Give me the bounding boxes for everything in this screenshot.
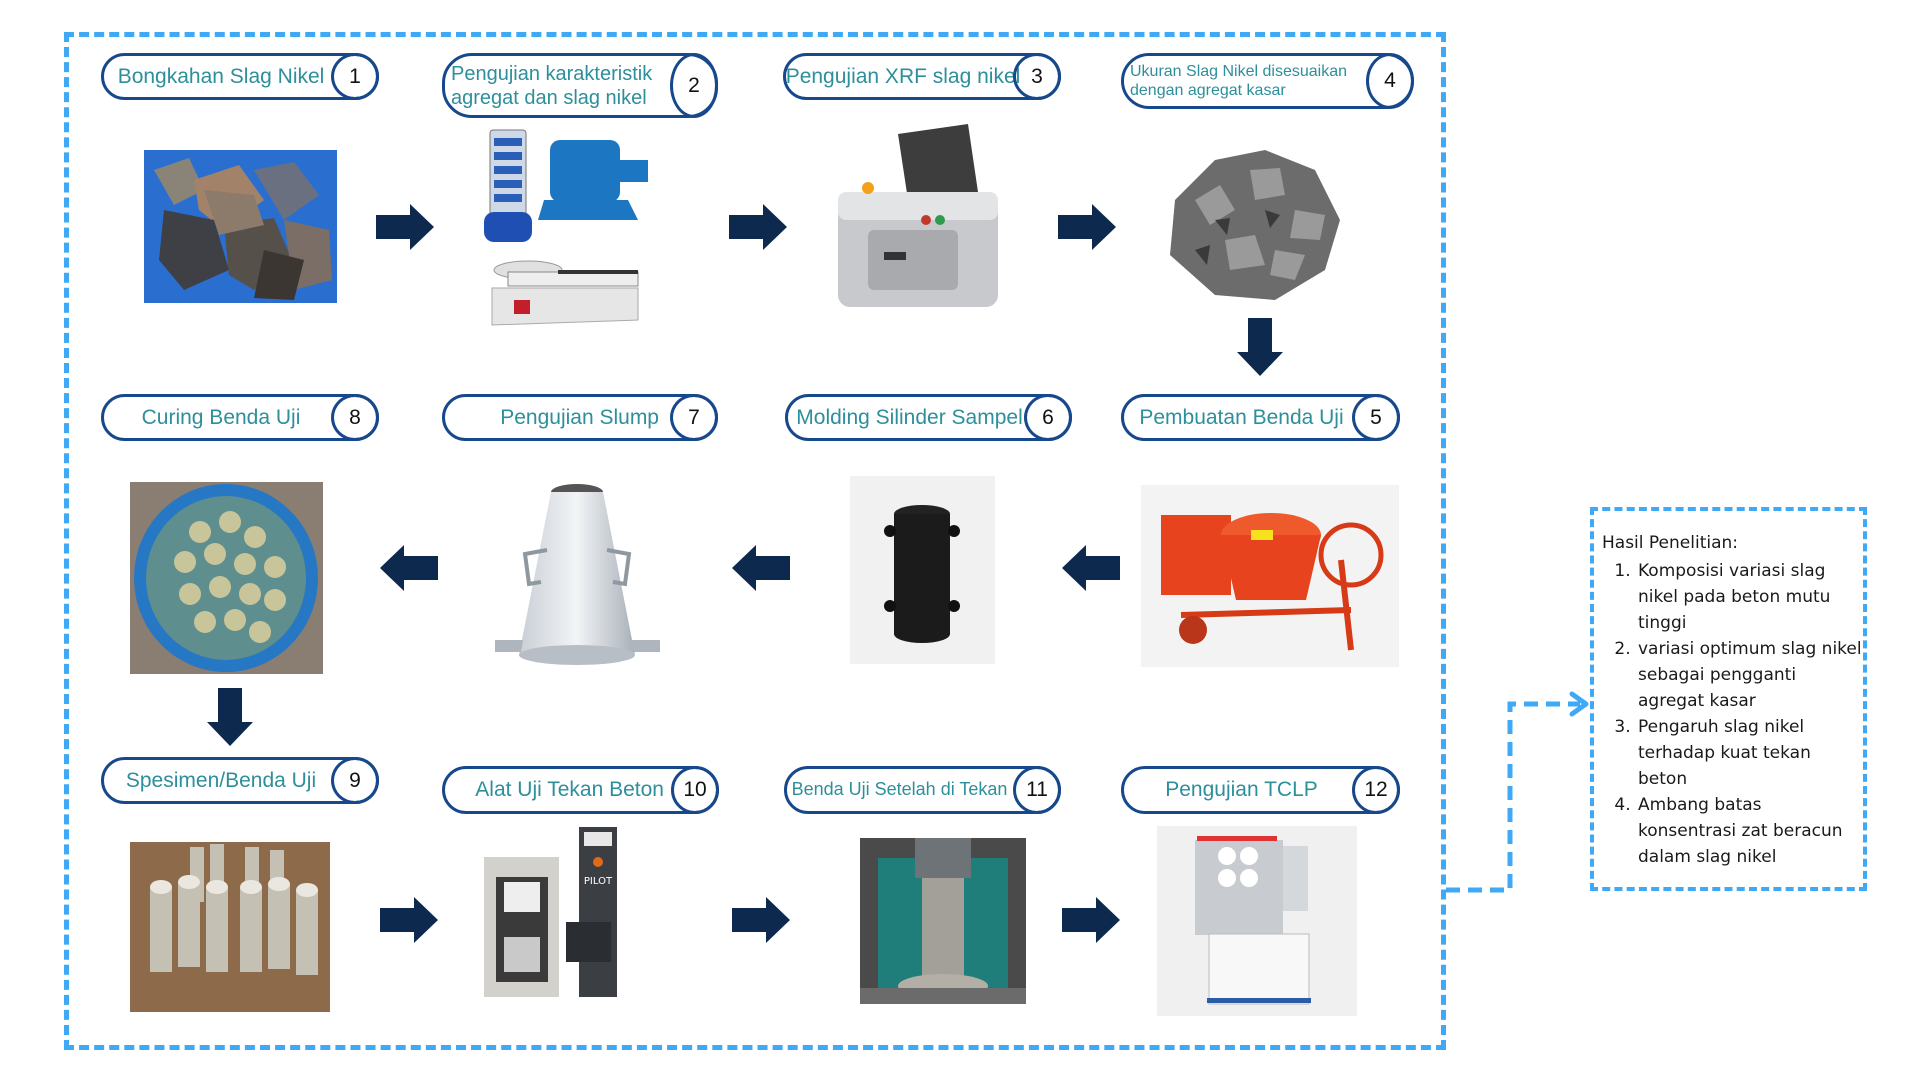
step-3-number: 3 <box>1013 53 1061 100</box>
crushed-slag-image <box>1170 150 1340 300</box>
arrow-right-icon <box>376 204 434 250</box>
arrow-right-icon <box>1062 897 1120 943</box>
results-item: Pengaruh slag nikel terhadap kuat tekan … <box>1636 714 1862 792</box>
step-4-label-line-2: dengan agregat kasar <box>1130 82 1286 99</box>
step-10-number: 10 <box>671 766 719 814</box>
step-6-label: Molding Silinder Sampel <box>796 405 1023 429</box>
step-1-number: 1 <box>331 53 379 100</box>
pilot-brand-text: PILOT <box>584 876 613 887</box>
step-10-pill: Alat Uji Tekan Beton 10 <box>442 766 719 814</box>
step-9-label: Spesimen/Benda Uji <box>125 768 317 792</box>
step-11-pill: Benda Uji Setelah di Tekan 11 <box>784 766 1061 814</box>
step-12-number: 12 <box>1352 766 1400 814</box>
step-8-number: 8 <box>331 394 379 441</box>
results-panel: Hasil Penelitian: Komposisi variasi slag… <box>1602 530 1862 870</box>
results-item: Komposisi variasi slag nikel pada beton … <box>1636 558 1862 636</box>
step-10-label: Alat Uji Tekan Beton <box>475 778 664 802</box>
step-2-pill: Pengujian karakteristik agregat dan slag… <box>442 53 718 118</box>
step-9-number: 9 <box>331 757 379 804</box>
arrow-right-icon <box>1058 204 1116 250</box>
step-3-label: Pengujian XRF slag nikel <box>785 64 1021 88</box>
slump-cone-image <box>495 484 660 665</box>
step-2-label-line-1: Pengujian karakteristik <box>451 62 653 85</box>
step-11-label: Benda Uji Setelah di Tekan <box>791 779 1008 800</box>
results-item: Ambang batas konsentrasi zat beracun dal… <box>1636 792 1862 870</box>
step-1-label: Bongkahan Slag Nikel <box>117 64 325 88</box>
step-4-pill: Ukuran Slag Nikel disesuaikan dengan agr… <box>1121 53 1414 109</box>
results-list: Komposisi variasi slag nikel pada beton … <box>1602 558 1862 870</box>
tclp-extractor-image <box>1157 826 1357 1016</box>
step-12-pill: Pengujian TCLP 12 <box>1121 766 1400 814</box>
step-2-number: 2 <box>670 53 718 118</box>
step-2-label: Pengujian karakteristik agregat dan slag… <box>451 56 663 115</box>
crushed-specimen-image <box>860 838 1026 1004</box>
curing-tank-image <box>130 482 323 674</box>
arrow-right-icon <box>380 897 438 943</box>
step-6-pill: Molding Silinder Sampel 6 <box>785 394 1072 441</box>
step-12-label: Pengujian TCLP <box>1165 778 1318 802</box>
arrow-down-icon <box>207 688 253 746</box>
step-1-pill: Bongkahan Slag Nikel 1 <box>101 53 379 100</box>
arrow-left-icon <box>1062 545 1120 591</box>
arrow-right-icon <box>732 897 790 943</box>
results-connector <box>1446 691 1589 893</box>
slag-rocks-image <box>144 150 337 303</box>
step-7-label: Pengujian Slump <box>500 405 659 429</box>
compression-machine-image: PILOT <box>484 827 617 997</box>
step-7-pill: Pengujian Slump 7 <box>442 394 718 441</box>
step-8-label: Curing Benda Uji <box>141 405 301 429</box>
step-4-label: Ukuran Slag Nikel disesuaikan dengan agr… <box>1130 56 1359 106</box>
xrf-analyzer-image <box>838 124 998 307</box>
step-8-pill: Curing Benda Uji 8 <box>101 394 379 441</box>
step-3-pill: Pengujian XRF slag nikel 3 <box>783 53 1061 100</box>
process-flow-frame <box>64 32 1446 1050</box>
cylinder-mold-image <box>850 476 995 664</box>
arrow-down-icon <box>1237 318 1283 376</box>
arrow-left-icon <box>732 545 790 591</box>
lab-equipment-image <box>484 129 648 326</box>
step-4-label-line-1: Ukuran Slag Nikel disesuaikan <box>1130 62 1347 80</box>
concrete-cylinders-image <box>130 842 330 1012</box>
step-9-pill: Spesimen/Benda Uji 9 <box>101 757 379 804</box>
arrow-left-icon <box>380 545 438 591</box>
arrow-right-icon <box>729 204 787 250</box>
results-title: Hasil Penelitian: <box>1602 533 1738 553</box>
step-5-number: 5 <box>1352 394 1400 441</box>
step-11-number: 11 <box>1013 766 1061 814</box>
concrete-mixer-image <box>1141 485 1399 667</box>
step-4-number: 4 <box>1366 53 1414 109</box>
step-7-number: 7 <box>670 394 718 441</box>
step-6-number: 6 <box>1024 394 1072 441</box>
results-frame <box>1590 507 1867 891</box>
step-5-pill: Pembuatan Benda Uji 5 <box>1121 394 1400 441</box>
connector-arrowhead-icon <box>1569 691 1589 717</box>
step-2-label-line-2: agregat dan slag nikel <box>451 86 647 109</box>
step-5-label: Pembuatan Benda Uji <box>1139 405 1344 429</box>
results-item: variasi optimum slag nikel sebagai pengg… <box>1636 636 1862 714</box>
